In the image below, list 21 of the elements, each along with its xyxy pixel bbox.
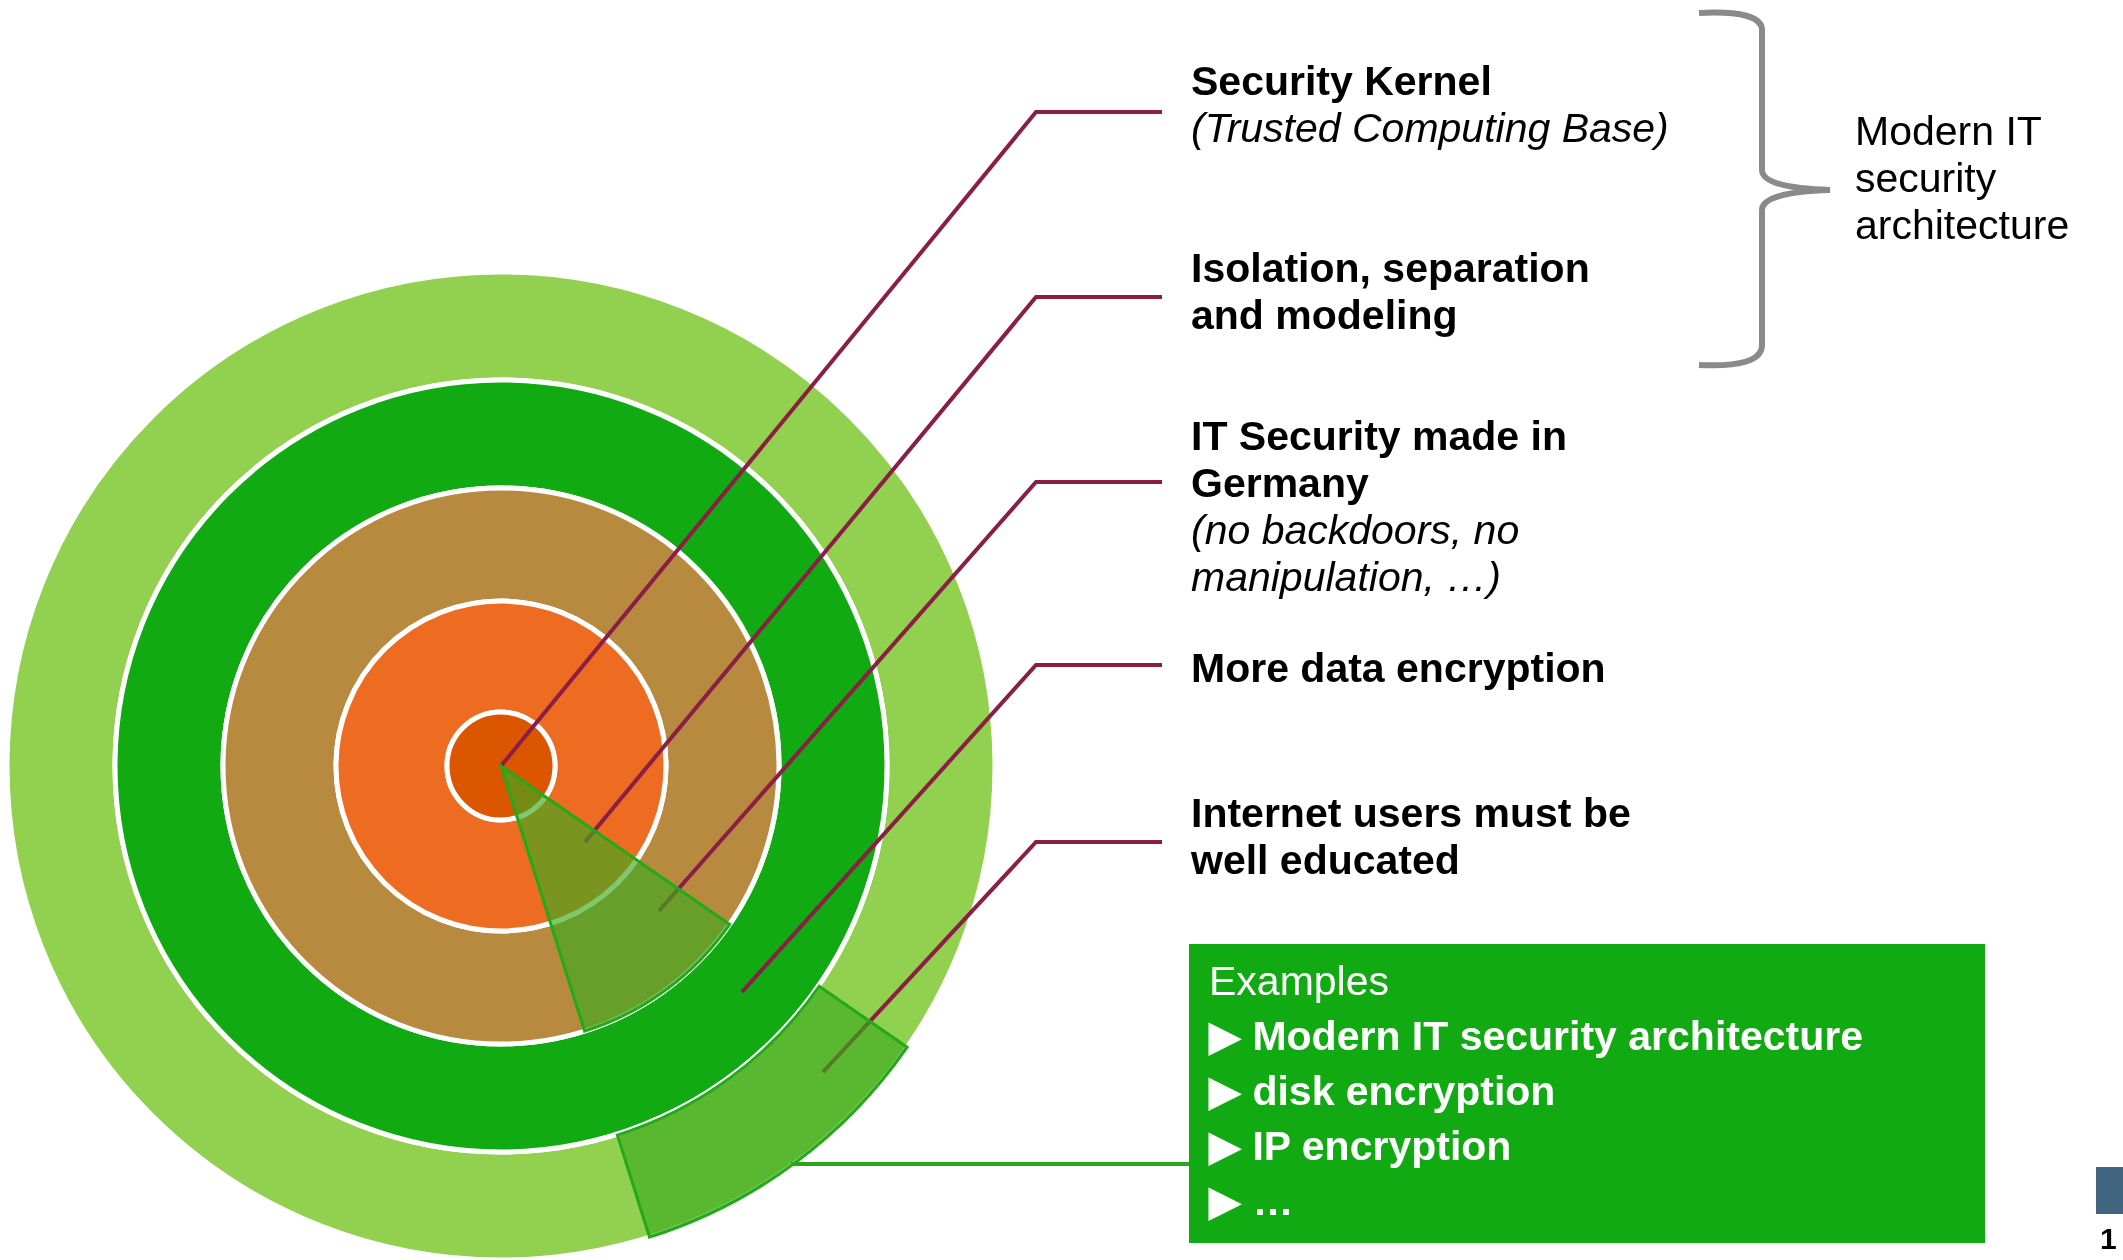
bracket-label: Modern IT security architecture bbox=[1855, 108, 2071, 249]
heading-text: IT Security made in Germany bbox=[1191, 413, 1568, 507]
leader-line bbox=[821, 840, 1162, 1074]
list-item: ▶ Modern IT security architecture bbox=[1209, 1012, 1864, 1061]
panel-heading: Examples bbox=[1209, 957, 1390, 1006]
leader-line bbox=[791, 1162, 1189, 1166]
list-item: ▶ disk encryption bbox=[1209, 1067, 1557, 1116]
leader-line bbox=[583, 295, 1162, 844]
list-item: ▶ IP encryption bbox=[1209, 1122, 1513, 1171]
list-item: ▶ … bbox=[1209, 1177, 1295, 1226]
subtitle-text: (no backdoors, no manipulation, …) bbox=[1191, 507, 1521, 601]
leader-line bbox=[499, 110, 1162, 768]
heading-text: More data encryption bbox=[1191, 645, 1607, 692]
heading-text: Internet users must be well educated bbox=[1191, 790, 1632, 884]
core-circle bbox=[444, 709, 558, 823]
page-number: 1 bbox=[2100, 1222, 2118, 1256]
heading-text: Security Kernel bbox=[1191, 58, 1493, 105]
leader-line bbox=[657, 480, 1162, 913]
heading-text: Isolation, separation and modeling bbox=[1191, 245, 1591, 339]
leader-line bbox=[740, 663, 1162, 994]
examples-panel bbox=[1189, 944, 1985, 1243]
